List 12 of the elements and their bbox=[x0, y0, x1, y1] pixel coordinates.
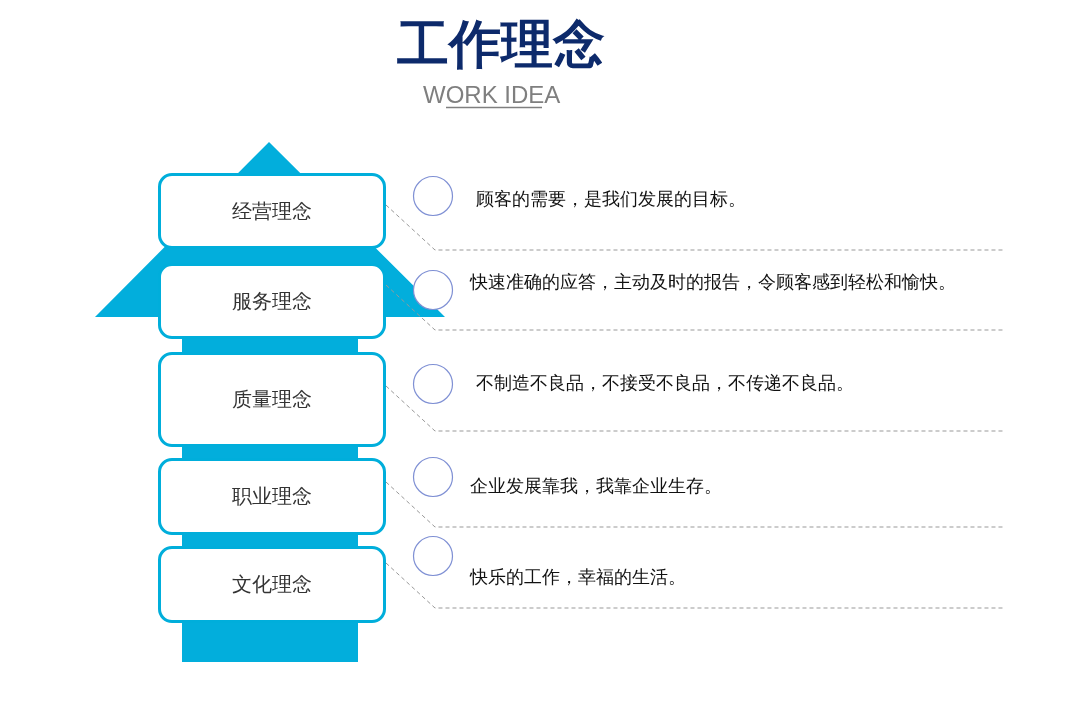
concept-box: 职业理念 bbox=[158, 458, 386, 535]
title: 工作理念 bbox=[397, 14, 605, 74]
concept-box: 服务理念 bbox=[158, 263, 386, 339]
concept-box: 经营理念 bbox=[158, 173, 386, 249]
subtitle: WORK IDEA bbox=[423, 84, 561, 105]
statement-text: 企业发展靠我，我靠企业生存。 bbox=[470, 475, 722, 498]
statement-text: 快速准确的应答，主动及时的报告，令顾客感到轻松和愉快。 bbox=[470, 271, 956, 294]
statement-text: 顾客的需要，是我们发展的目标。 bbox=[476, 188, 746, 211]
statement-text: 快乐的工作，幸福的生活。 bbox=[470, 566, 686, 589]
concept-box: 文化理念 bbox=[158, 546, 386, 623]
statement-text: 不制造不良品，不接受不良品，不传递不良品。 bbox=[476, 372, 854, 395]
concept-box: 质量理念 bbox=[158, 352, 386, 447]
